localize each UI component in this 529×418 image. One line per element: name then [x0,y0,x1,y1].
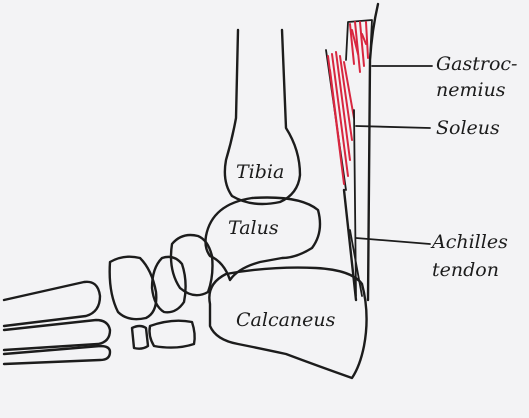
achilles-label-line1: Achilles [430,231,508,253]
gastrocnemius-muscle [346,20,372,72]
soleus-label: Soleus [436,117,500,139]
cuboid-bone [110,257,157,319]
calcaneus-label: Calcaneus [236,309,336,331]
cuneiform-bone-1 [152,257,186,312]
achilles-leader [356,238,430,244]
achilles-label-line2: tendon [432,259,499,281]
soleus-boundary-line [354,110,356,296]
metatarsal-1 [4,282,100,326]
small-bone-2 [150,321,195,348]
gastrocnemius-label-line2: nemius [436,79,506,101]
gastrocnemius-label-line1: Gastroc- [436,53,517,75]
gastroc-fibre-3 [360,22,364,66]
gastroc-fibre-4 [366,22,368,58]
tibia-label: Tibia [236,161,284,183]
small-bone-1 [132,326,148,349]
soleus-leader [356,126,430,128]
soleus-muscle [326,50,354,190]
talus-label: Talus [228,217,279,239]
navicular-bone [171,235,213,295]
leg-outline-right [368,4,378,300]
